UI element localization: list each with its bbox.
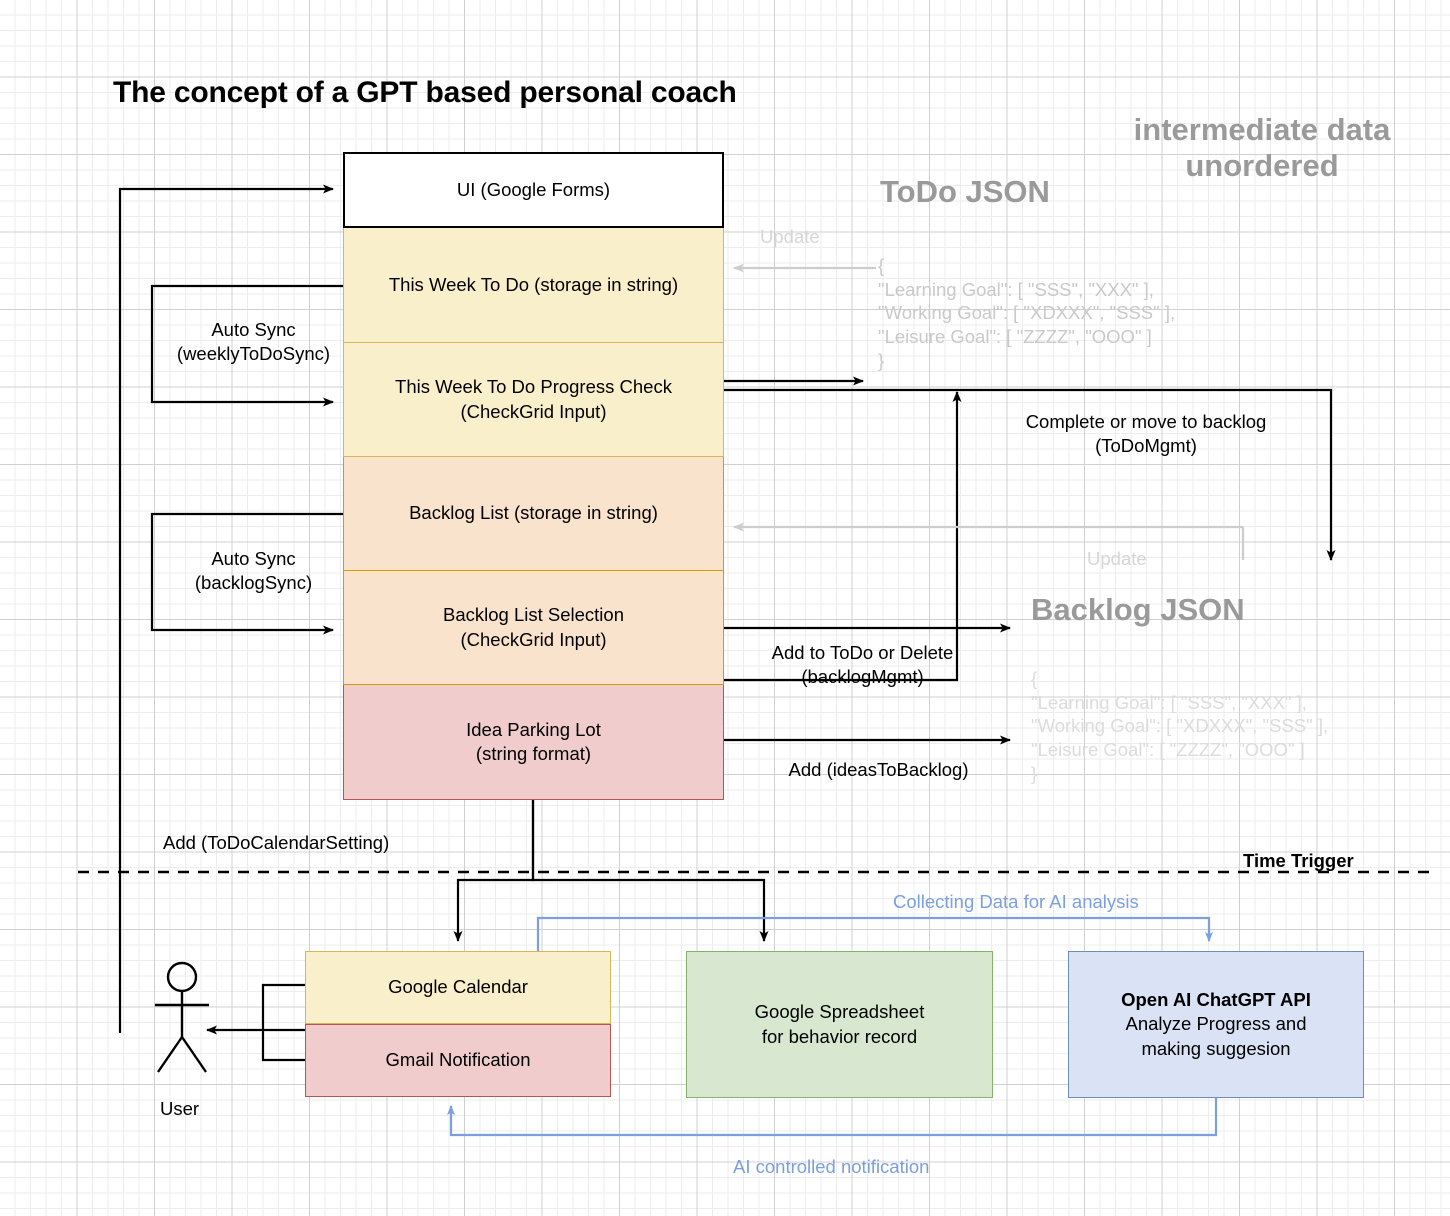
box-label: This Week To Do Progress Check (CheckGri…	[395, 376, 672, 422]
label-add-to-todo-or-delete: Add to ToDo or Delete (backlogMgmt)	[771, 642, 954, 688]
page-title: The concept of a GPT based personal coac…	[113, 76, 737, 109]
box-google-spreadsheet[interactable]: Google Spreadsheet for behavior record	[686, 951, 993, 1098]
box-label: Google Spreadsheet for behavior record	[754, 1001, 925, 1047]
openai-title: Open AI ChatGPT API	[1121, 989, 1311, 1011]
edge-to-google-calendar	[453, 800, 535, 942]
box-this-week-todo-progress-check[interactable]: This Week To Do Progress Check (CheckGri…	[343, 343, 724, 457]
box-label: Idea Parking Lot (string format)	[466, 718, 601, 764]
box-backlog-list-selection[interactable]: Backlog List Selection (CheckGrid Input)	[343, 571, 724, 685]
user-stick-figure	[155, 961, 209, 1073]
box-this-week-todo[interactable]: This Week To Do (storage in string)	[343, 228, 724, 343]
box-backlog-list[interactable]: Backlog List (storage in string)	[343, 457, 724, 571]
update-backlog-label: Update	[1087, 548, 1147, 569]
todo-json-heading: ToDo JSON	[880, 174, 1050, 209]
label-ai-controlled-notification: AI controlled notification	[733, 1156, 930, 1177]
openai-subtitle: Analyze Progress and making suggesion	[1125, 1013, 1307, 1059]
user-label: User	[160, 1098, 200, 1119]
edge-to-google-spreadsheet	[531, 800, 769, 942]
edge-ai-notification	[447, 1098, 1218, 1137]
box-idea-parking-lot[interactable]: Idea Parking Lot (string format)	[343, 685, 724, 800]
edge-calendar-gmail-bracket	[261, 983, 305, 1062]
edge-complete-move-down	[724, 388, 1336, 561]
label-auto-sync-weekly: Auto Sync (weeklyToDoSync)	[176, 319, 331, 365]
intermediate-data-heading: intermediate data unordered	[1133, 112, 1391, 183]
box-google-calendar[interactable]: Google Calendar	[305, 951, 611, 1024]
todo-json-body: { "Learning Goal": [ "SSS", "XXX" ], "Wo…	[878, 255, 1176, 371]
box-openai-chatgpt-api[interactable]: Open AI ChatGPT API Analyze Progress and…	[1068, 951, 1364, 1098]
update-todo-label: Update	[760, 226, 820, 247]
label-collecting-data-for-ai-analysis: Collecting Data for AI analysis	[893, 891, 1139, 912]
backlog-json-body: { "Learning Goal": [ "SSS", "XXX" ], "Wo…	[1031, 668, 1329, 784]
label-complete-or-move-to-backlog: Complete or move to backlog (ToDoMgmt)	[1025, 411, 1267, 457]
edge-backlog-sync	[150, 512, 343, 635]
edge-user-to-ui	[118, 184, 334, 1033]
label-auto-sync-backlog: Auto Sync (backlogSync)	[194, 548, 313, 594]
box-ui-google-forms[interactable]: UI (Google Forms)	[343, 152, 724, 228]
box-label: Backlog List Selection (CheckGrid Input)	[443, 604, 624, 650]
edge-weekly-todo-sync	[150, 284, 343, 407]
label-time-trigger: Time Trigger	[1243, 850, 1354, 871]
label-add-todo-calendar-setting: Add (ToDoCalendarSetting)	[163, 832, 390, 853]
box-gmail-notification[interactable]: Gmail Notification	[305, 1024, 611, 1097]
backlog-json-heading: Backlog JSON	[1031, 592, 1245, 627]
label-add-ideas-to-backlog: Add (ideasToBacklog)	[788, 759, 969, 780]
edge-backlog-to-todo	[724, 391, 962, 682]
